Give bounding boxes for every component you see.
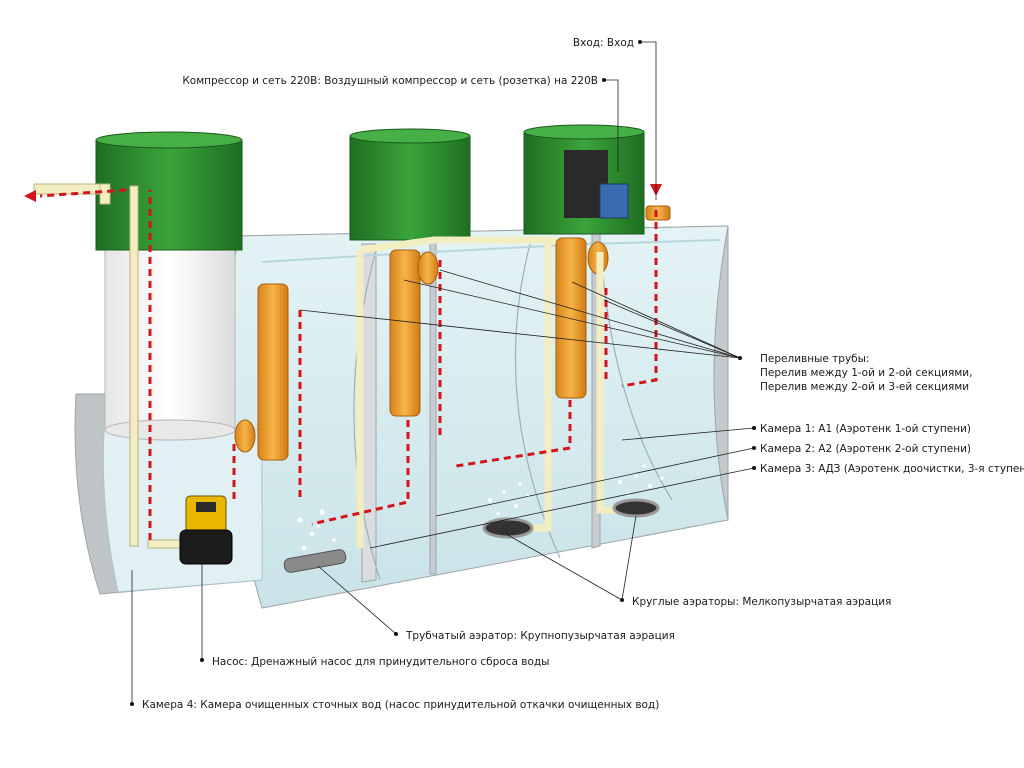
label-inlet: Вход: Вход	[573, 37, 634, 49]
round-aerator-2	[612, 498, 660, 518]
label-pump: Насос: Дренажный насос для принудительно…	[212, 656, 549, 668]
label-tube-aerator: Трубчатый аэратор: Крупнопузырчатая аэра…	[405, 630, 675, 642]
neck-right	[523, 124, 645, 235]
neck-left	[95, 131, 243, 441]
round-aerator-1	[482, 517, 534, 539]
labels: Вход: Вход Компрессор и сеть 220В: Возду…	[142, 37, 1024, 711]
flow-arrows	[24, 184, 662, 540]
tube-aerator	[283, 549, 347, 573]
label-chamber4: Камера 4: Камера очищенных сточных вод (…	[142, 699, 659, 711]
label-overflow-line1: Перелив между 1-ой и 2-ой секциями,	[760, 367, 972, 379]
label-overflow-line2: Перелив между 2-ой и 3-ей секциями	[760, 381, 969, 393]
inlet-fitting	[645, 205, 671, 221]
outlet-pipe	[33, 183, 209, 549]
label-compressor: Компрессор и сеть 220В: Воздушный компре…	[182, 75, 598, 87]
compressor-icon	[599, 183, 629, 219]
neck-middle	[349, 128, 471, 241]
label-round-aerators: Круглые аэраторы: Мелкопузырчатая аэраци…	[632, 596, 891, 608]
bubbles	[296, 463, 665, 551]
label-overflow-title: Переливные трубы:	[760, 353, 869, 365]
label-chamber1: Камера 1: А1 (Аэротенк 1-ой ступени)	[760, 423, 971, 435]
overflow-pipes	[234, 237, 609, 461]
label-chamber3: Камера 3: АДЗ (Аэротенк доочистки, 3-я с…	[760, 463, 1024, 475]
label-chamber2: Камера 2: А2 (Аэротенк 2-ой ступени)	[760, 443, 971, 455]
pump	[179, 495, 233, 565]
leader-lines	[130, 40, 756, 706]
